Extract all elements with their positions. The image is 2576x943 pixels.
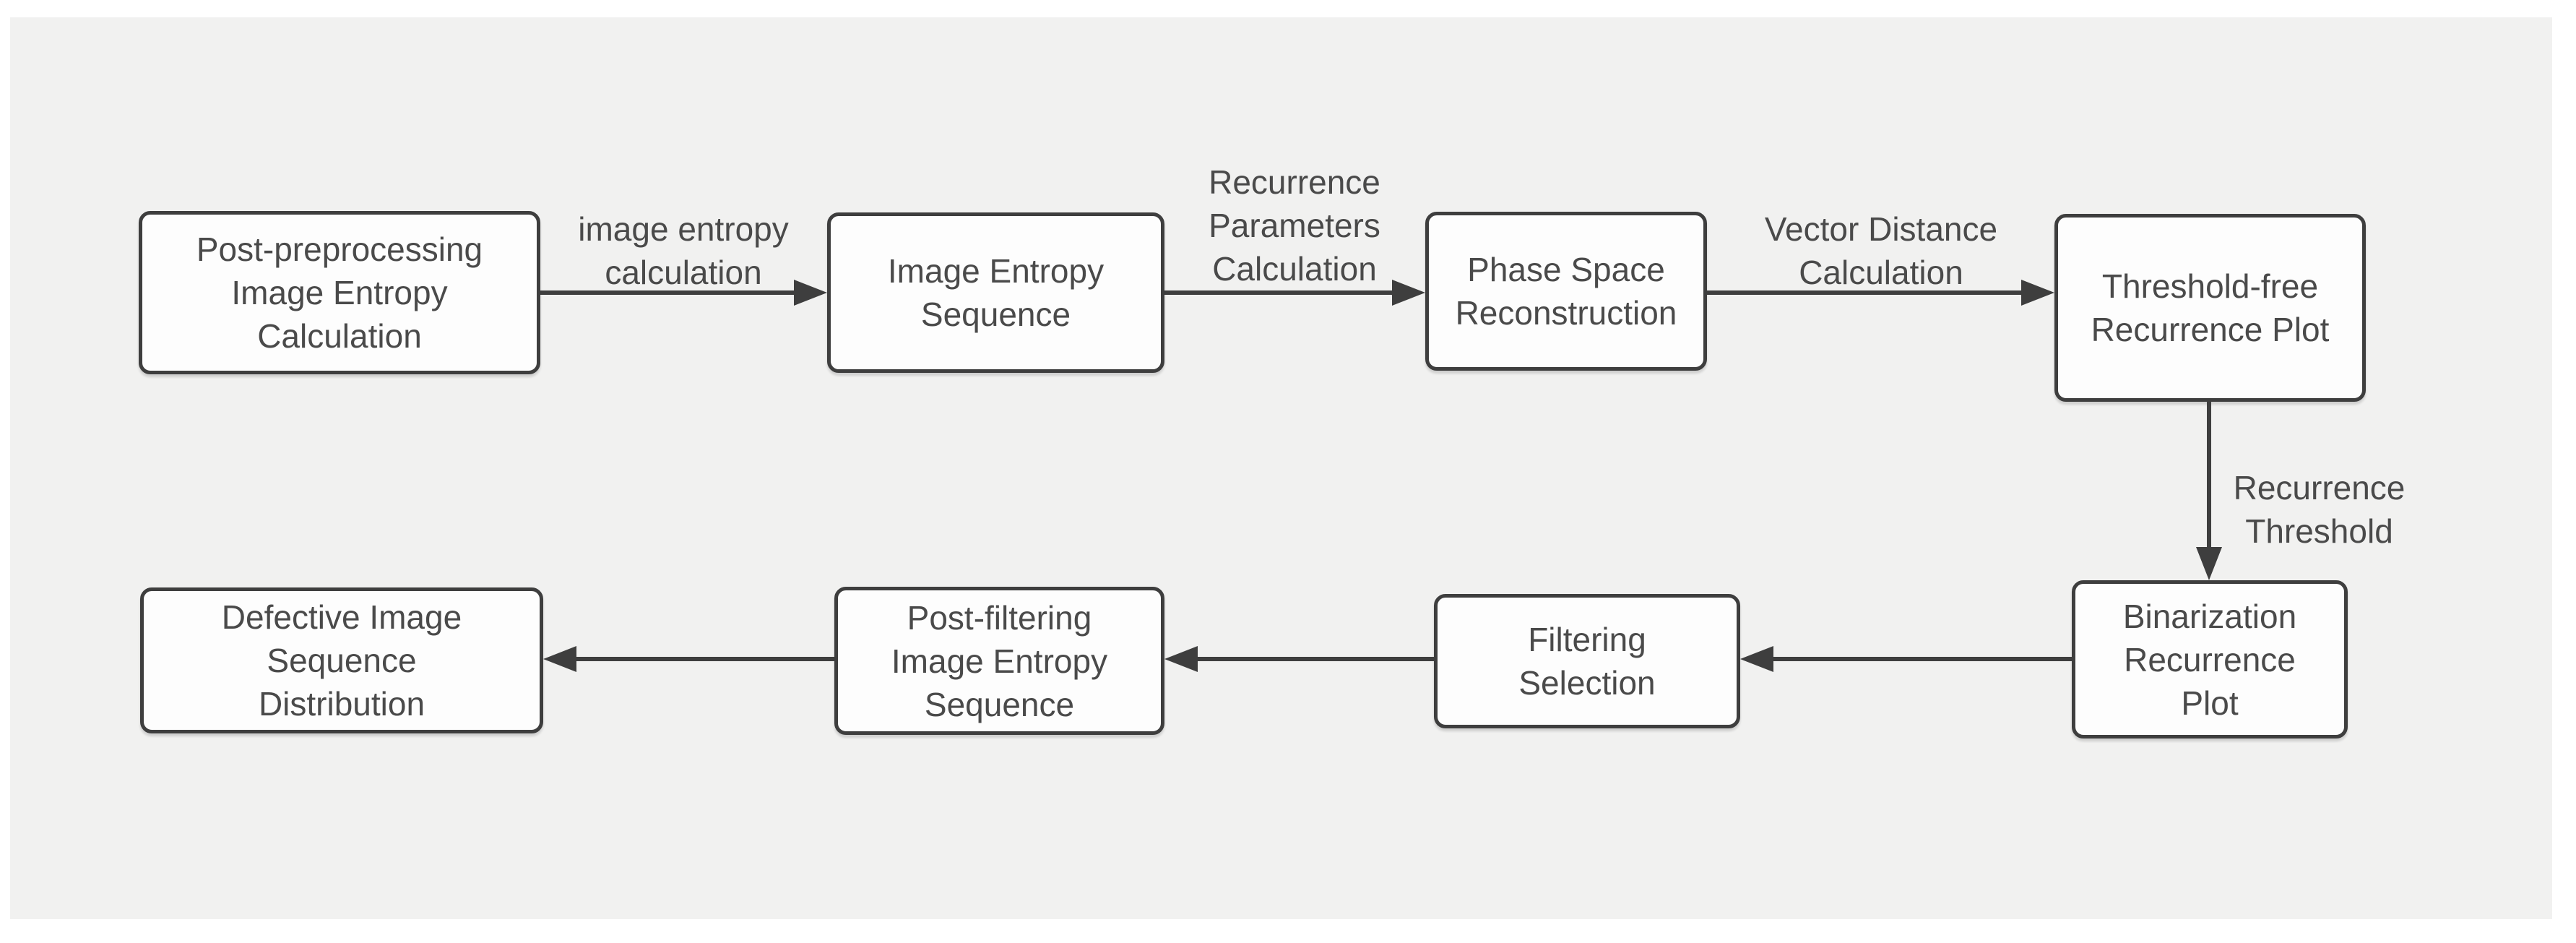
node-label: Defective Image Sequence Distribution: [221, 598, 462, 723]
arrowhead-right-icon: [1392, 280, 1425, 306]
arrowhead-down-icon: [2196, 547, 2222, 580]
diagram-panel: [10, 17, 2552, 919]
arrow-line: [540, 290, 794, 295]
node-threshold-free-recurrence-plot: Threshold-free Recurrence Plot: [2054, 214, 2366, 402]
edge-label-image-entropy-calculation: image entropy calculation: [578, 210, 789, 291]
node-label: Filtering Selection: [1518, 621, 1656, 702]
arrowhead-left-icon: [543, 646, 576, 672]
arrow-line: [2207, 402, 2211, 547]
edge-label-recurrence-parameters-calculation: Recurrence Parameters Calculation: [1209, 163, 1380, 288]
edge-label-vector-distance-calculation: Vector Distance Calculation: [1764, 210, 1998, 291]
arrow-line: [1707, 290, 2021, 295]
node-binarization-recurrence-plot: Binarization Recurrence Plot: [2072, 580, 2348, 739]
edge-label-recurrence-threshold: Recurrence Threshold: [2233, 469, 2406, 550]
arrow-line: [1164, 290, 1392, 295]
node-defective-image-sequence-distribution: Defective Image Sequence Distribution: [140, 587, 543, 733]
node-image-entropy-sequence: Image Entropy Sequence: [827, 212, 1164, 373]
node-post-filtering-image-entropy-sequence: Post-filtering Image Entropy Sequence: [834, 587, 1164, 735]
node-post-preprocessing-image-entropy-calculation: Post-preprocessing Image Entropy Calcula…: [139, 211, 540, 374]
node-label: Image Entropy Sequence: [887, 252, 1105, 333]
arrowhead-left-icon: [1740, 646, 1773, 672]
node-phase-space-reconstruction: Phase Space Reconstruction: [1425, 212, 1707, 371]
node-label: Binarization Recurrence Plot: [2122, 597, 2297, 722]
node-label: Threshold-free Recurrence Plot: [2091, 267, 2330, 348]
arrow-line: [576, 657, 834, 661]
node-label: Post-preprocessing Image Entropy Calcula…: [196, 231, 483, 355]
arrowhead-right-icon: [794, 280, 827, 306]
arrow-line: [1773, 657, 2072, 661]
node-filtering-selection: Filtering Selection: [1434, 594, 1740, 728]
node-label: Phase Space Reconstruction: [1455, 251, 1677, 332]
arrow-line: [1198, 657, 1434, 661]
arrowhead-right-icon: [2021, 280, 2054, 306]
arrowhead-left-icon: [1164, 646, 1198, 672]
node-label: Post-filtering Image Entropy Sequence: [891, 598, 1108, 723]
